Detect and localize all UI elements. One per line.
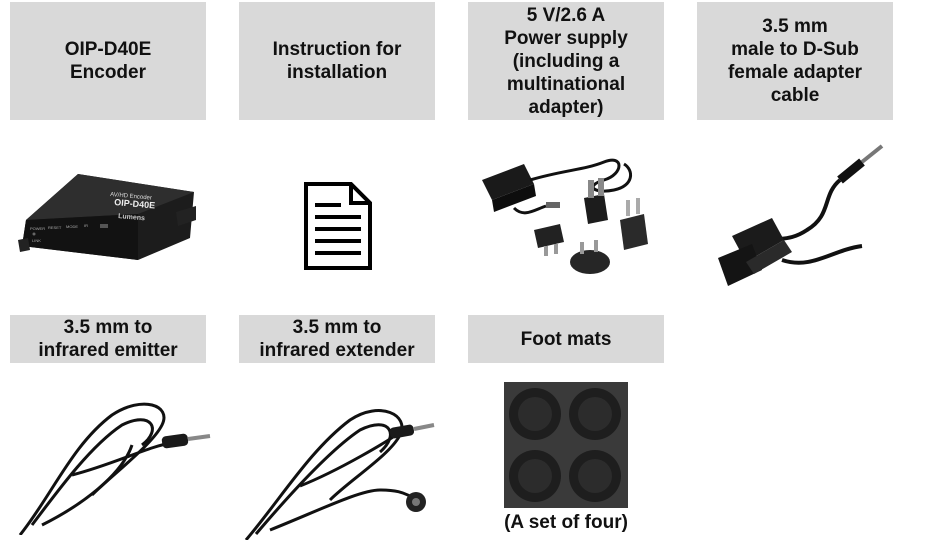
ir-emitter-cable-image (18, 402, 211, 535)
port-label-ir: IR (84, 223, 88, 228)
label-dsub-cable: 3.5 mm male to D-Sub female adapter cabl… (697, 2, 893, 120)
device-model-text: OIP-D40E (114, 197, 156, 211)
dsub-cable-image (718, 144, 884, 286)
foot-mats-image (504, 382, 628, 508)
label-power-supply: 5 V/2.6 A Power supply (including a mult… (468, 2, 664, 120)
document-icon (304, 182, 372, 270)
port-label-reset: RESET (48, 225, 62, 230)
encoder-device-image: AV/HD Encoder OIP-D40E Lumens POWER RESE… (18, 174, 196, 260)
port-label-power: POWER (30, 226, 45, 231)
port-label-link: LINK (32, 238, 41, 243)
port-label-mode: MODE (66, 224, 78, 229)
ir-extender-cable-image (244, 409, 435, 540)
device-brand-text: Lumens (118, 213, 145, 222)
device-series-text: AV/HD Encoder (110, 192, 152, 202)
foot-mats-caption: (A set of four) (504, 512, 628, 533)
label-foot-mats: Foot mats (468, 315, 664, 363)
label-ir-extender: 3.5 mm to infrared extender (239, 315, 435, 363)
label-encoder: OIP-D40E Encoder (10, 2, 206, 120)
label-instruction: Instruction for installation (239, 2, 435, 120)
power-supply-image (482, 158, 648, 274)
label-ir-emitter: 3.5 mm to infrared emitter (10, 315, 206, 363)
